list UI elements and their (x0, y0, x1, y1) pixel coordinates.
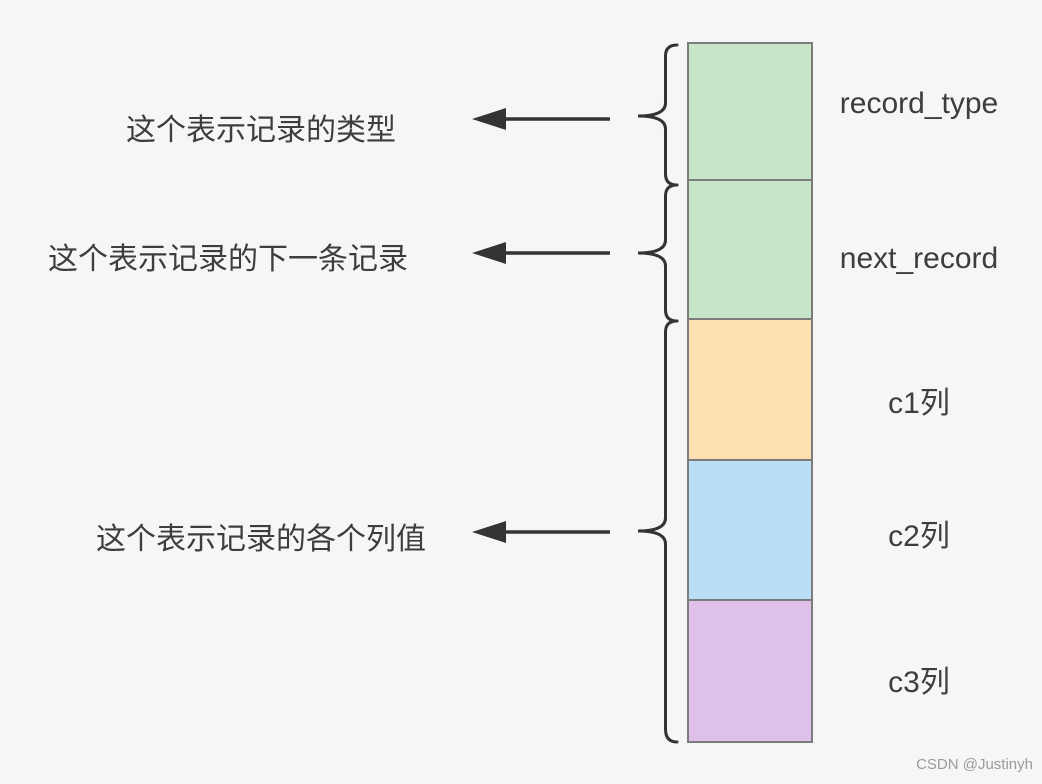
annotation-record-type: 这个表示记录的类型 (126, 114, 396, 147)
label-next-record: next_record (839, 242, 999, 275)
arrow-next-record (472, 242, 610, 264)
annotation-columns: 这个表示记录的各个列值 (96, 523, 426, 556)
watermark: CSDN @Justinyh (916, 756, 1033, 773)
box-next-record (687, 179, 813, 320)
arrow-columns (472, 521, 610, 543)
arrow-record-type (472, 108, 610, 130)
annotation-next-record: 这个表示记录的下一条记录 (48, 243, 408, 276)
box-c1-column (687, 318, 813, 461)
label-c1-column: c1列 (888, 387, 950, 420)
box-c3-column (687, 599, 813, 743)
label-c2-column: c2列 (888, 520, 950, 553)
brace-next-record (637, 183, 679, 323)
brace-record-type (637, 43, 679, 187)
box-record-type (687, 42, 813, 181)
label-c3-column: c3列 (888, 666, 950, 699)
label-record-type: record_type (839, 87, 999, 120)
brace-columns (637, 319, 679, 744)
box-c2-column (687, 459, 813, 601)
